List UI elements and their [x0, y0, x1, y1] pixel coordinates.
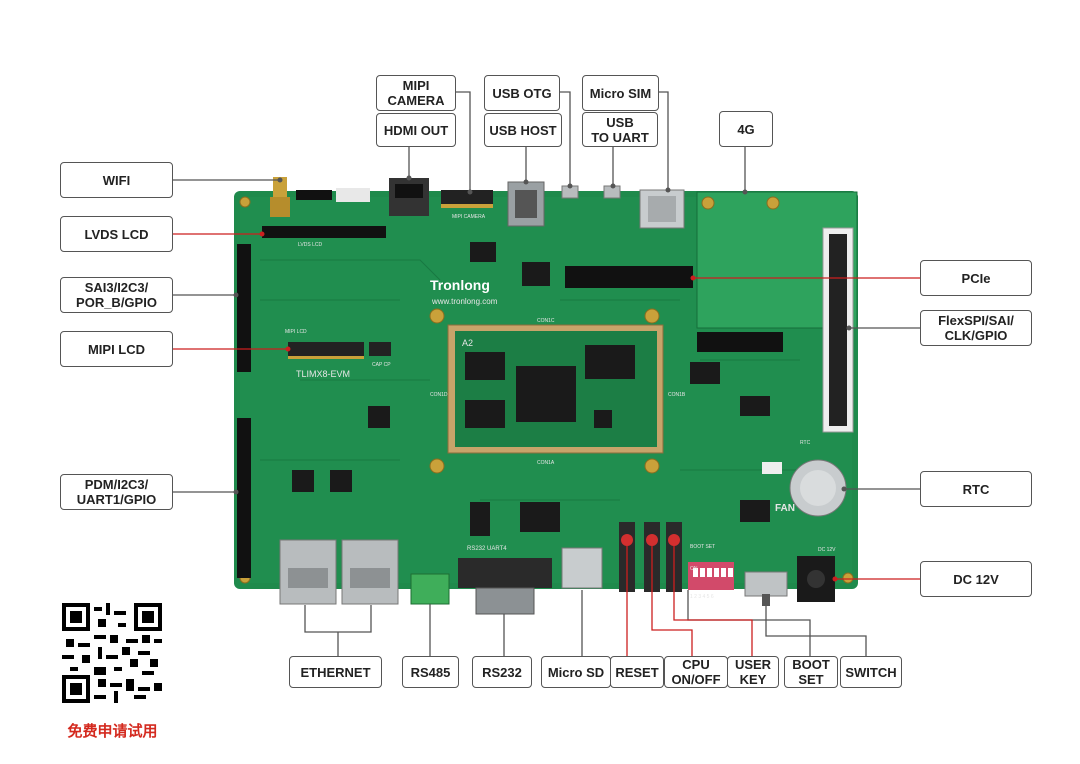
label-flexspi: FlexSPI/SAI/ CLK/GPIO: [920, 310, 1032, 346]
label-micro-sd: Micro SD: [541, 656, 611, 688]
silk-dip-nums: 1 2 3 4 5 6: [690, 594, 714, 600]
silk-con-a: CON1C: [537, 318, 555, 324]
silk-rs232: RS232 UART4: [467, 546, 507, 552]
silk-website: www.tronlong.com: [431, 297, 498, 306]
label-dc-12v: DC 12V: [920, 561, 1032, 597]
label-4g: 4G: [719, 111, 773, 147]
leader-lines: [173, 91, 920, 656]
label-usb-host: USB HOST: [484, 113, 562, 147]
silk-boot: BOOT SET: [690, 544, 715, 550]
label-micro-sim: Micro SIM: [582, 75, 659, 111]
label-mipi-lcd: MIPI LCD: [60, 331, 173, 367]
silk-con-d: CON1B: [668, 392, 686, 398]
silk-model: TLIMX8-EVM: [296, 369, 350, 379]
label-pcie: PCIe: [920, 260, 1032, 296]
label-rs485: RS485: [402, 656, 459, 688]
qr-code[interactable]: [62, 603, 162, 703]
label-switch: SWITCH: [840, 656, 902, 688]
label-rs232: RS232: [472, 656, 532, 688]
label-hdmi-out: HDMI OUT: [376, 113, 456, 147]
label-sai3-i2c3: SAI3/I2C3/ POR_B/GPIO: [60, 277, 173, 313]
silk-cap: CAP CP: [372, 362, 391, 368]
board-components: [237, 177, 854, 615]
label-mipi-camera: MIPI CAMERA: [376, 75, 456, 111]
silk-mipi-lcd: MIPI LCD: [285, 329, 307, 335]
silk-mipi-camera: MIPI CAMERA: [452, 214, 486, 220]
label-ethernet: ETHERNET: [289, 656, 382, 688]
silk-con-c: CON1D: [430, 392, 448, 398]
label-reset: RESET: [610, 656, 664, 688]
label-user-key: USER KEY: [727, 656, 779, 688]
som-core-board: A2: [447, 324, 664, 454]
label-usb-otg: USB OTG: [484, 75, 560, 111]
silk-lvds: LVDS LCD: [298, 242, 322, 248]
silk-dc: DC 12V: [818, 547, 836, 553]
label-lvds-lcd: LVDS LCD: [60, 216, 173, 252]
silk-brand: Tronlong: [430, 277, 490, 293]
free-trial-link[interactable]: 免费申请试用: [67, 722, 158, 740]
label-boot-set: BOOT SET: [784, 656, 838, 688]
label-wifi: WIFI: [60, 162, 173, 198]
silk-rtc: RTC: [800, 440, 811, 446]
label-pdm-i2c3: PDM/I2C3/ UART1/GPIO: [60, 474, 173, 510]
label-rtc: RTC: [920, 471, 1032, 507]
silk-a2: A2: [462, 338, 473, 348]
silk-dip-on: ON: [690, 566, 698, 572]
silk-fan: FAN: [775, 503, 795, 514]
label-cpu-onoff: CPU ON/OFF: [664, 656, 728, 688]
silk-con-b: CON1A: [537, 460, 555, 466]
label-usb-to-uart: USB TO UART: [582, 112, 658, 147]
